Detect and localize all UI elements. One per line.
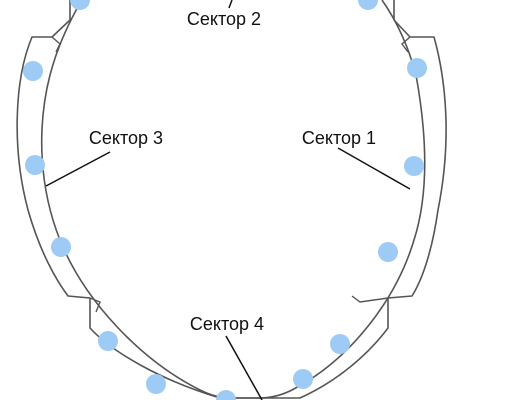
- dot: [23, 61, 43, 81]
- dot: [330, 334, 350, 354]
- dot: [98, 331, 118, 351]
- sector-4-leader-line: [225, 335, 263, 400]
- dot: [378, 242, 398, 262]
- dot: [216, 390, 236, 400]
- frame-notch-top-right: [401, 36, 411, 53]
- dot: [407, 58, 427, 78]
- sector-4-label: Сектор 4: [190, 314, 264, 334]
- sector-1-label: Сектор 1: [302, 128, 376, 148]
- dot: [146, 374, 166, 394]
- dot: [358, 0, 378, 10]
- frame-notch-right: [351, 295, 389, 303]
- dot: [404, 156, 424, 176]
- sector-1-leader-line: [337, 147, 411, 190]
- dot: [25, 155, 45, 175]
- sector-3-label: Сектор 3: [89, 128, 163, 148]
- dot: [51, 237, 71, 257]
- frame-notch-top-left: [51, 36, 61, 53]
- frame-outer-outline: [16, 0, 447, 399]
- dot: [293, 369, 313, 389]
- sector-2-leader-line: [228, 0, 233, 9]
- dot: [70, 0, 90, 10]
- frame-notch-left: [89, 297, 101, 313]
- sector-3-leader-line: [45, 151, 111, 187]
- dot-group: [23, 0, 427, 400]
- sector-2-label: Сектор 2: [187, 9, 261, 29]
